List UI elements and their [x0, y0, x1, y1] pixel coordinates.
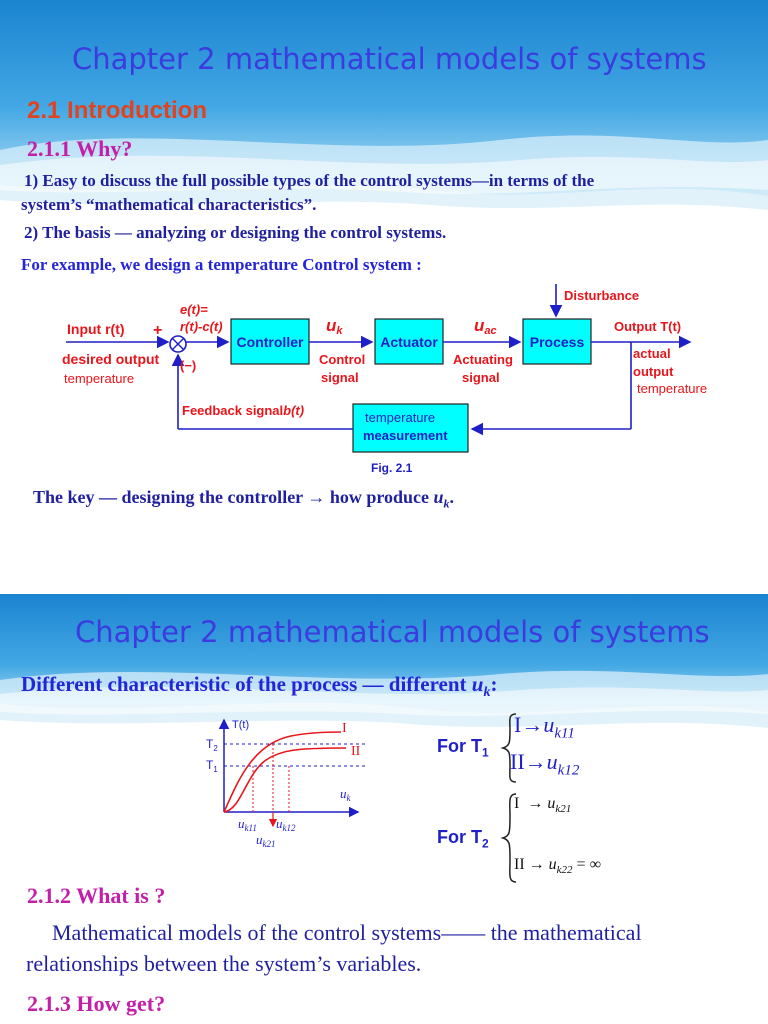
- feedback-label: Feedback signalb(t): [182, 403, 304, 418]
- slide-2: Chapter 2 mathematical models of systems…: [0, 594, 768, 1024]
- uac-symbol: uac: [474, 316, 497, 337]
- error-label-2: r(t)-c(t): [180, 319, 223, 334]
- desired-label-1: desired output: [62, 351, 160, 367]
- process-label: Process: [530, 334, 585, 350]
- block-diagram: Controller Actuator Process Disturbance …: [62, 284, 707, 475]
- what-line-1: Mathematical models of the control syste…: [52, 920, 642, 945]
- plus-sign: +: [153, 322, 162, 339]
- t1-line-1: I→uk11: [514, 712, 575, 742]
- uk-symbol: uk: [326, 316, 343, 337]
- curve-I-label: I: [342, 721, 347, 736]
- t1-brace-icon: [500, 713, 517, 783]
- figure-caption: Fig. 2.1: [371, 461, 413, 475]
- measurement-label-2: measurement: [363, 428, 448, 443]
- error-label-1: e(t)=: [180, 302, 208, 317]
- control-signal-label-1: Control: [319, 352, 365, 367]
- disturbance-label: Disturbance: [564, 288, 639, 303]
- measurement-label-1: temperature: [365, 410, 435, 425]
- slide-2-wave-background: [0, 594, 768, 728]
- graph-y-label: T(t): [232, 719, 249, 731]
- graph-x-label: uk: [340, 786, 352, 803]
- actuator-label: Actuator: [380, 334, 438, 350]
- desired-label-2: temperature: [64, 371, 134, 386]
- t2-line-1: I → uk21: [514, 795, 572, 816]
- section-heading: 2.1 Introduction: [27, 97, 207, 124]
- curve-II: [223, 747, 347, 813]
- subsection-heading: 2.1.1 Why?: [27, 136, 133, 161]
- t2-line-2: II → uk22 = ∞: [514, 856, 601, 877]
- for-t2-label: For T2: [437, 827, 489, 851]
- for-t1-label: For T1: [437, 736, 489, 760]
- actual-label-2: output: [633, 364, 674, 379]
- slide-1-title: Chapter 2 mathematical models of systems: [72, 42, 707, 76]
- different-line: Different characteristic of the process …: [21, 672, 498, 701]
- output-label: Output T(t): [614, 319, 681, 334]
- actuating-signal-label-2: signal: [462, 370, 500, 385]
- uk12-label: uk12: [276, 816, 296, 833]
- curve-II-label: II: [351, 744, 361, 759]
- what-heading: 2.1.2 What is ?: [27, 883, 166, 908]
- curve-I: [223, 731, 342, 813]
- measurement-block: [352, 403, 469, 453]
- slide-2-title: Chapter 2 mathematical models of systems: [75, 615, 710, 649]
- slide-1-wave-background: [0, 0, 768, 210]
- example-line: For example, we design a temperature Con…: [21, 255, 422, 274]
- graph-t1-label: T1: [206, 758, 218, 774]
- point-1-line-1: 1) Easy to discuss the full possible typ…: [24, 171, 595, 190]
- controller-block: [230, 318, 310, 365]
- uk11-label: uk11: [238, 816, 257, 833]
- slide-1: Chapter 2 mathematical models of systems…: [0, 0, 768, 511]
- actual-label-3: temperature: [637, 381, 707, 396]
- how-heading: 2.1.3 How get?: [27, 991, 166, 1016]
- t1-line-2: II→uk12: [510, 749, 580, 779]
- controller-label: Controller: [237, 334, 304, 350]
- actuator-block: [374, 318, 444, 365]
- summing-junction-icon: [169, 335, 187, 353]
- process-block: [522, 318, 592, 365]
- input-label: Input r(t): [67, 321, 125, 337]
- graph-t2-label: T2: [206, 737, 218, 753]
- response-graph: T(t) T2 T1 I II uk uk11 uk12 uk21: [206, 718, 366, 849]
- slide-gap: [0, 520, 768, 594]
- what-line-2: relationships between the system’s varia…: [26, 951, 422, 976]
- control-signal-label-2: signal: [321, 370, 359, 385]
- actuating-signal-label-1: Actuating: [453, 352, 513, 367]
- uk21-label: uk21: [256, 832, 276, 849]
- actual-label-1: actual: [633, 346, 671, 361]
- t2-brace-icon: [500, 793, 517, 883]
- point-2: 2) The basis — analyzing or designing th…: [24, 223, 447, 242]
- minus-sign: (−): [180, 358, 196, 373]
- point-1-line-2: system’s “mathematical characteristics”.: [21, 195, 317, 214]
- key-line: The key — designing the controller → how…: [33, 487, 455, 511]
